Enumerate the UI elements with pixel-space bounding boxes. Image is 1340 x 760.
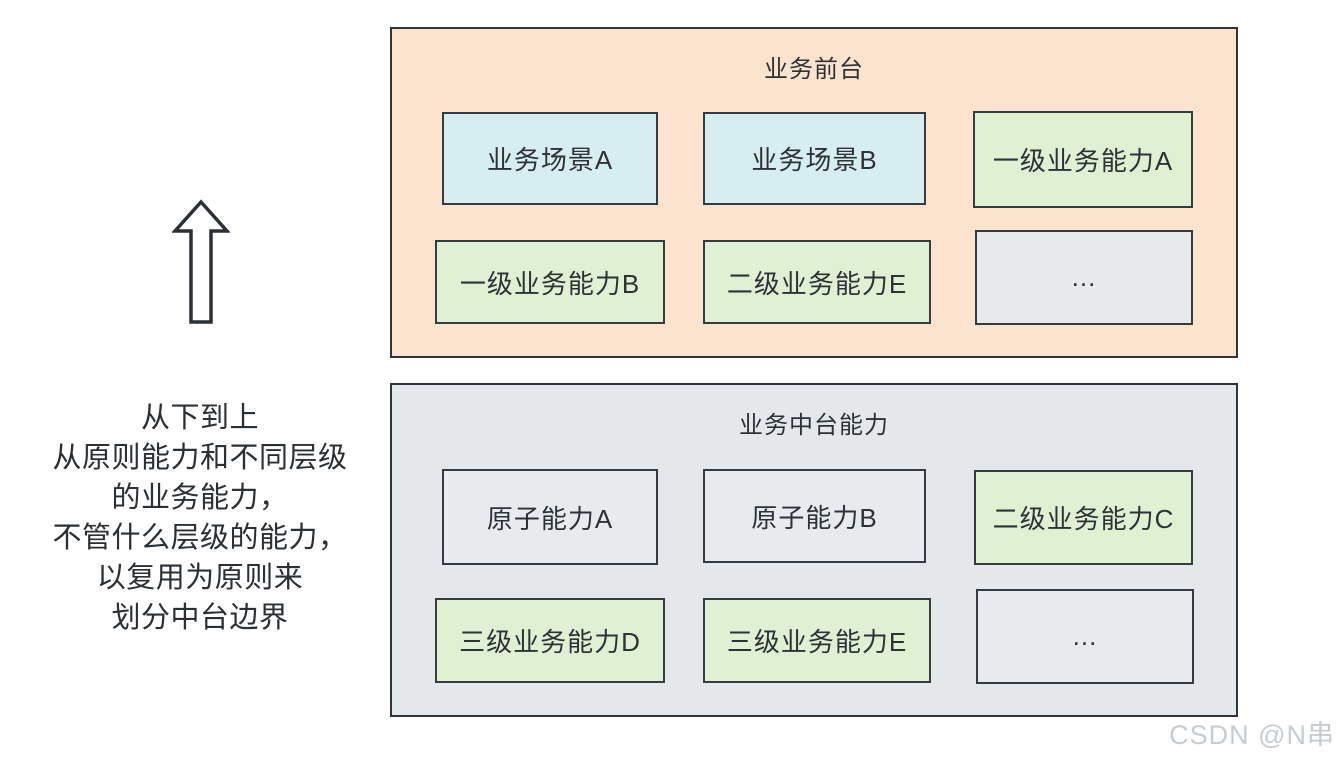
annotation-line: 不管什么层级的能力， — [52, 522, 348, 554]
box-level3-capability-e: 三级业务能力E — [703, 598, 931, 683]
box-level2-capability-c: 二级业务能力C — [974, 470, 1193, 565]
csdn-watermark: CSDN @N串 — [1169, 720, 1335, 750]
box-level1-capability-a: 一级业务能力A — [973, 111, 1193, 208]
box-business-scene-b: 业务场景B — [703, 112, 926, 205]
annotation-text: 从下到上 从原则能力和不同层级 的业务能力， 不管什么层级的能力， 以复用为原则… — [15, 398, 385, 638]
annotation-line: 从原则能力和不同层级 — [52, 442, 348, 474]
box-level2-capability-e: 二级业务能力E — [703, 240, 931, 324]
middle-platform-title: 业务中台能力 — [739, 412, 889, 439]
box-front-ellipsis: ... — [975, 230, 1193, 325]
front-desk-title: 业务前台 — [764, 56, 864, 83]
box-level3-capability-d: 三级业务能力D — [435, 598, 665, 683]
front-desk-container: 业务前台 业务场景A 业务场景B 一级业务能力A 一级业务能力B 二级业务能力E… — [390, 27, 1238, 358]
annotation-line: 划分中台边界 — [111, 602, 289, 634]
box-atomic-capability-a: 原子能力A — [442, 469, 658, 565]
middle-platform-container: 业务中台能力 原子能力A 原子能力B 二级业务能力C 三级业务能力D 三级业务能… — [390, 383, 1238, 717]
annotation-line: 从下到上 — [140, 402, 259, 434]
annotation-line: 的业务能力， — [111, 482, 289, 514]
box-atomic-capability-b: 原子能力B — [703, 469, 926, 563]
annotation-line: 以复用为原则来 — [96, 562, 304, 594]
up-arrow-icon — [172, 199, 230, 324]
box-business-scene-a: 业务场景A — [442, 112, 658, 205]
box-level1-capability-b: 一级业务能力B — [435, 240, 665, 324]
box-middle-ellipsis: ... — [976, 589, 1194, 684]
